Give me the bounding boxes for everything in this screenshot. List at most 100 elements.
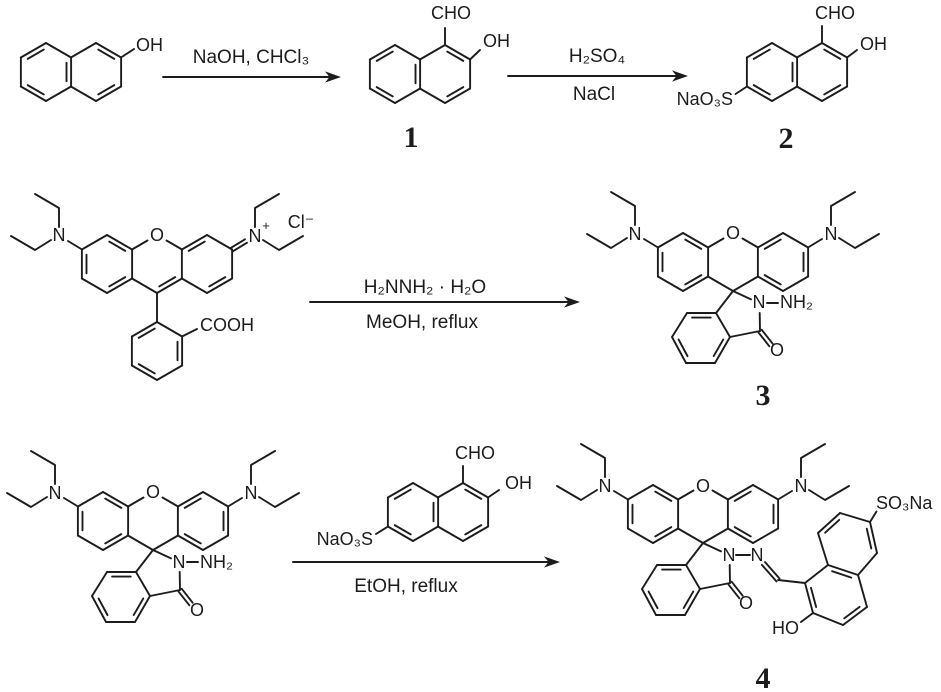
bond xyxy=(135,549,154,573)
bond xyxy=(181,328,198,338)
bond xyxy=(180,587,194,604)
bond xyxy=(857,574,868,608)
compound1-cho-label: CHO xyxy=(431,3,471,23)
bond xyxy=(804,582,814,614)
bond xyxy=(760,563,778,583)
bond xyxy=(250,450,276,485)
bond xyxy=(156,321,184,338)
hydrazide-right-n-label: N xyxy=(245,483,258,503)
bond xyxy=(202,491,230,508)
bond xyxy=(368,44,396,61)
bond xyxy=(846,49,858,59)
bond xyxy=(732,275,759,292)
bond xyxy=(869,521,878,554)
compound2-sulfonate-label: NaO₃S xyxy=(677,89,733,109)
compound2-cho-label: CHO xyxy=(815,3,855,23)
bond xyxy=(745,42,773,59)
bond xyxy=(187,240,206,252)
bond xyxy=(752,48,771,60)
bond xyxy=(134,595,151,623)
bond xyxy=(127,496,145,508)
reaction-arrow-head xyxy=(672,70,688,82)
bond xyxy=(795,42,823,59)
bond xyxy=(106,277,134,294)
bond xyxy=(91,595,107,623)
bond xyxy=(730,580,744,597)
hydrazide-nh2-label: NH₂ xyxy=(200,552,233,572)
bond xyxy=(843,605,861,620)
bond xyxy=(76,491,104,508)
bond xyxy=(26,48,45,60)
bond xyxy=(104,533,123,545)
bond xyxy=(386,482,414,499)
bond xyxy=(232,241,248,253)
bond xyxy=(127,534,154,551)
bond xyxy=(586,233,628,249)
reagent-sulfonate-label: NaO₃S xyxy=(317,529,373,549)
compound4-sulfonate-label: SO₃Na xyxy=(876,493,933,513)
reaction-arrow-head xyxy=(544,556,560,568)
bond xyxy=(418,44,446,61)
bond xyxy=(732,290,752,301)
bond xyxy=(682,275,710,292)
bond xyxy=(80,277,108,294)
bond xyxy=(375,86,394,98)
bond xyxy=(258,492,300,508)
bond xyxy=(745,85,773,102)
bond xyxy=(412,482,440,499)
bond xyxy=(176,534,204,551)
bond xyxy=(613,490,629,501)
reaction-arrow-head xyxy=(325,71,341,83)
bond xyxy=(702,527,729,544)
bond xyxy=(734,85,748,95)
atom-labels: OH CHO OH 1 NaOH, CHCl₃ H₂SO₄ NaCl CHO O… xyxy=(49,3,934,692)
bond xyxy=(817,532,829,566)
bond xyxy=(652,527,680,544)
bond xyxy=(102,534,130,551)
bond xyxy=(183,497,202,509)
bond xyxy=(446,50,465,62)
compound1-number: 1 xyxy=(404,121,419,154)
bond xyxy=(830,191,856,226)
bond xyxy=(715,312,731,338)
bond xyxy=(131,277,158,294)
bond xyxy=(464,524,483,536)
bond xyxy=(180,234,208,251)
hydrazide-o-label: O xyxy=(146,482,160,502)
bond xyxy=(831,570,853,579)
bond xyxy=(677,527,704,544)
bond xyxy=(800,443,826,478)
bond xyxy=(436,525,464,542)
bond xyxy=(108,240,127,252)
bond xyxy=(827,564,859,576)
bond xyxy=(682,590,695,610)
bond xyxy=(756,232,784,249)
bond xyxy=(823,84,842,96)
bond xyxy=(869,510,878,523)
bond xyxy=(375,525,389,535)
bond xyxy=(580,443,606,478)
bond xyxy=(97,597,109,617)
bond xyxy=(19,85,47,102)
bond xyxy=(230,238,246,249)
bond xyxy=(641,588,657,616)
bond xyxy=(626,527,654,544)
bond xyxy=(641,564,658,590)
bond xyxy=(202,534,230,551)
compound3-lactam-n-label: N xyxy=(753,292,766,312)
bond xyxy=(647,590,659,610)
bond xyxy=(462,525,490,542)
compound2-oh-label: OH xyxy=(860,34,887,54)
bond-skeletons xyxy=(6,25,880,626)
bond xyxy=(176,491,204,508)
bond xyxy=(130,321,158,338)
bond xyxy=(149,589,181,597)
bond xyxy=(135,571,151,597)
bond xyxy=(842,606,868,626)
compound3-nh2-label: NH₂ xyxy=(780,292,813,312)
bond xyxy=(726,527,754,544)
bond xyxy=(131,239,149,251)
bond xyxy=(120,48,135,59)
bond xyxy=(715,290,734,314)
bond xyxy=(108,276,127,288)
